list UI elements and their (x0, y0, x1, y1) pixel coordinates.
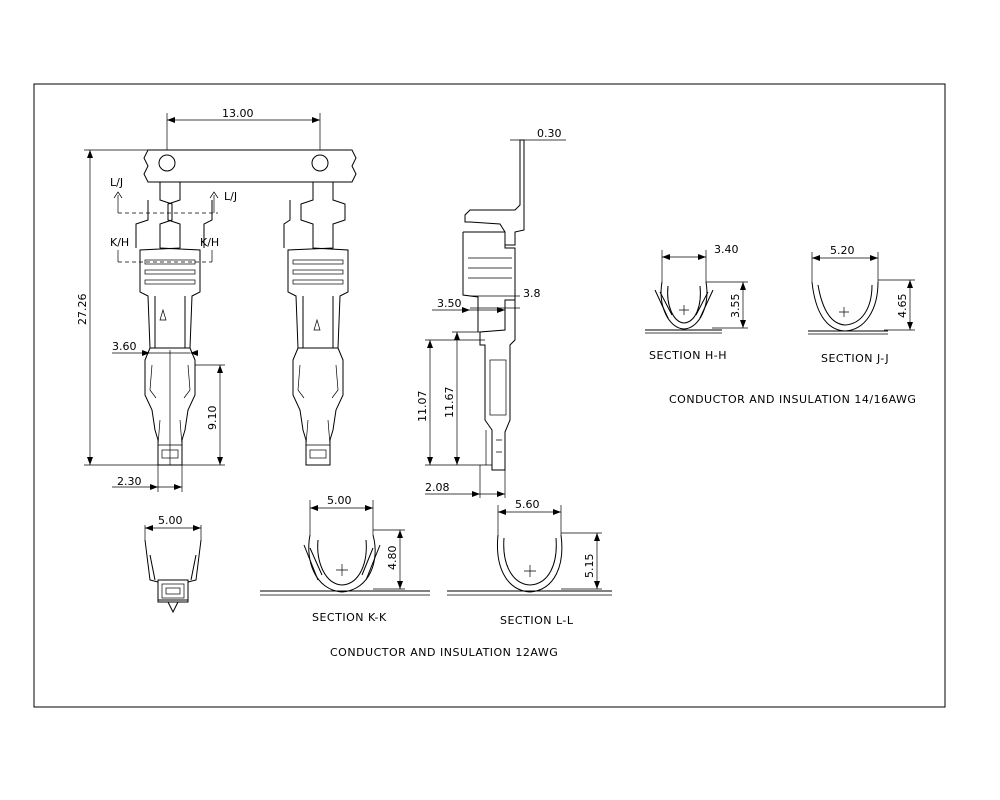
dim-hh-height-label: 3.55 (729, 294, 742, 319)
caption-section-kk: SECTION K-K (312, 611, 387, 624)
dim-crimp-length (182, 364, 225, 466)
caption-section-ll: SECTION L-L (500, 614, 574, 627)
dim-side-offset (470, 295, 520, 309)
dim-crimp-length-label: 9.10 (206, 406, 219, 431)
dim-height-a-label: 11.07 (416, 391, 429, 423)
dim-jj-height-label: 4.65 (896, 294, 909, 319)
section-jj-view (808, 252, 915, 335)
section-hh-view (645, 250, 748, 334)
note-12awg: CONDUCTOR AND INSULATION 12AWG (330, 646, 558, 659)
dim-side-width (432, 307, 505, 313)
dim-ll-height-label: 5.15 (583, 554, 596, 579)
dim-side-width-label: 3.50 (437, 297, 462, 310)
dim-crimp-width-label: 3.60 (112, 340, 137, 353)
dim-total-length (84, 149, 158, 466)
dim-pitch (166, 113, 321, 150)
front-view (113, 149, 357, 466)
dim-total-length-label: 27.26 (76, 294, 89, 326)
dim-pitch-label: 13.00 (222, 107, 254, 120)
side-view (462, 139, 525, 471)
dim-height-a (425, 339, 492, 466)
dim-crimp-width (112, 350, 198, 356)
section-ll-view (447, 505, 612, 596)
section-mark-lj-right: L/J (224, 190, 237, 203)
note-14-16awg: CONDUCTOR AND INSULATION 14/16AWG (669, 393, 916, 406)
dim-tip-width (112, 465, 183, 492)
dim-ll-width-label: 5.60 (515, 498, 540, 511)
dim-kk-height-label: 4.80 (386, 546, 399, 571)
dim-jj-width-label: 5.20 (830, 244, 855, 257)
drawing-border (33, 83, 946, 708)
dim-height-b (452, 331, 480, 465)
dim-height-b-label: 11.67 (443, 387, 456, 419)
caption-section-hh: SECTION H-H (649, 349, 727, 362)
end-view (144, 525, 202, 614)
dim-base-width-label: 2.08 (425, 481, 450, 494)
dim-hh-width-label: 3.40 (714, 243, 739, 256)
section-kk-view (260, 500, 430, 596)
pilot-hole-left (158, 154, 176, 172)
section-mark-kh-left: K/H (110, 236, 129, 249)
section-mark-lj-left: L/J (110, 176, 123, 189)
dim-base-width (425, 465, 506, 498)
dim-front-width-label: 5.00 (158, 514, 183, 527)
dim-kk-width-label: 5.00 (327, 494, 352, 507)
dim-thickness-label: 0.30 (537, 127, 562, 140)
dim-side-offset-label: 3.8 (523, 287, 541, 300)
caption-section-jj: SECTION J-J (821, 352, 889, 365)
section-mark-kh-right: K/H (200, 236, 219, 249)
pilot-hole-right (311, 154, 329, 172)
dim-tip-width-label: 2.30 (117, 475, 142, 488)
